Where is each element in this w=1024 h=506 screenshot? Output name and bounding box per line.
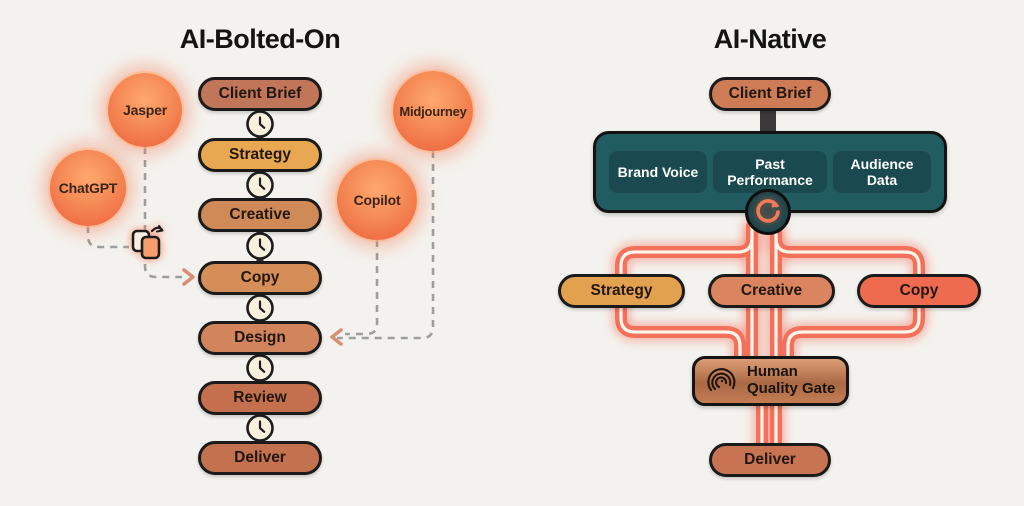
- clock-icon: [246, 414, 274, 442]
- tool-circle-jasper: Jasper: [108, 73, 182, 147]
- design-arrowhead: [330, 328, 343, 346]
- stage-strategy: Strategy: [198, 138, 322, 172]
- branch-copy: Copy: [857, 274, 981, 308]
- clock-icon: [246, 232, 274, 260]
- clock-icon: [246, 110, 274, 138]
- tool-circle-copilot: Copilot: [337, 160, 417, 240]
- native-deliver: Deliver: [709, 443, 831, 477]
- tool-circle-midjourney: Midjourney: [393, 71, 473, 151]
- copy-arrowhead: [182, 268, 195, 286]
- stage-creative: Creative: [198, 198, 322, 232]
- chatgpt-dashed-line: [86, 226, 129, 249]
- stage-deliver: Deliver: [198, 441, 322, 475]
- context-item-audience-data: Audience Data: [833, 151, 931, 193]
- human-quality-gate: Human Quality Gate: [692, 356, 849, 406]
- context-item-past-performance: Past Performance: [713, 151, 827, 193]
- pipe-cores: [619, 224, 921, 448]
- stage-client-brief: Client Brief: [198, 77, 322, 111]
- branch-creative: Creative: [708, 274, 835, 308]
- copy-paste-icon: [131, 224, 164, 260]
- stage-review: Review: [198, 381, 322, 415]
- jasper-dashed-line: [143, 147, 182, 279]
- refresh-loop-badge: [745, 189, 791, 235]
- clock-icon: [246, 354, 274, 382]
- context-item-brand-voice: Brand Voice: [609, 151, 707, 193]
- brief-connector-bar: [760, 108, 776, 136]
- native-client-brief: Client Brief: [709, 77, 831, 111]
- stage-design: Design: [198, 321, 322, 355]
- quality-gate-line2: Quality Gate: [747, 380, 836, 397]
- fingerprint-icon: [707, 368, 736, 392]
- clock-icons: [246, 110, 274, 442]
- midjourney-dashed-line: [337, 151, 435, 340]
- clock-icon: [246, 294, 274, 322]
- right-panel-title: AI-Native: [713, 24, 827, 54]
- stage-copy: Copy: [198, 261, 322, 295]
- tool-circle-chatgpt: ChatGPT: [50, 150, 126, 226]
- left-panel-title: AI-Bolted-On: [179, 24, 341, 54]
- clock-icon: [246, 171, 274, 199]
- quality-gate-label: Human Quality Gate: [747, 363, 836, 398]
- branch-strategy: Strategy: [558, 274, 685, 308]
- quality-gate-line1: Human: [747, 363, 798, 381]
- copilot-dashed-line: [345, 240, 379, 336]
- refresh-cycle-icon: [756, 199, 780, 223]
